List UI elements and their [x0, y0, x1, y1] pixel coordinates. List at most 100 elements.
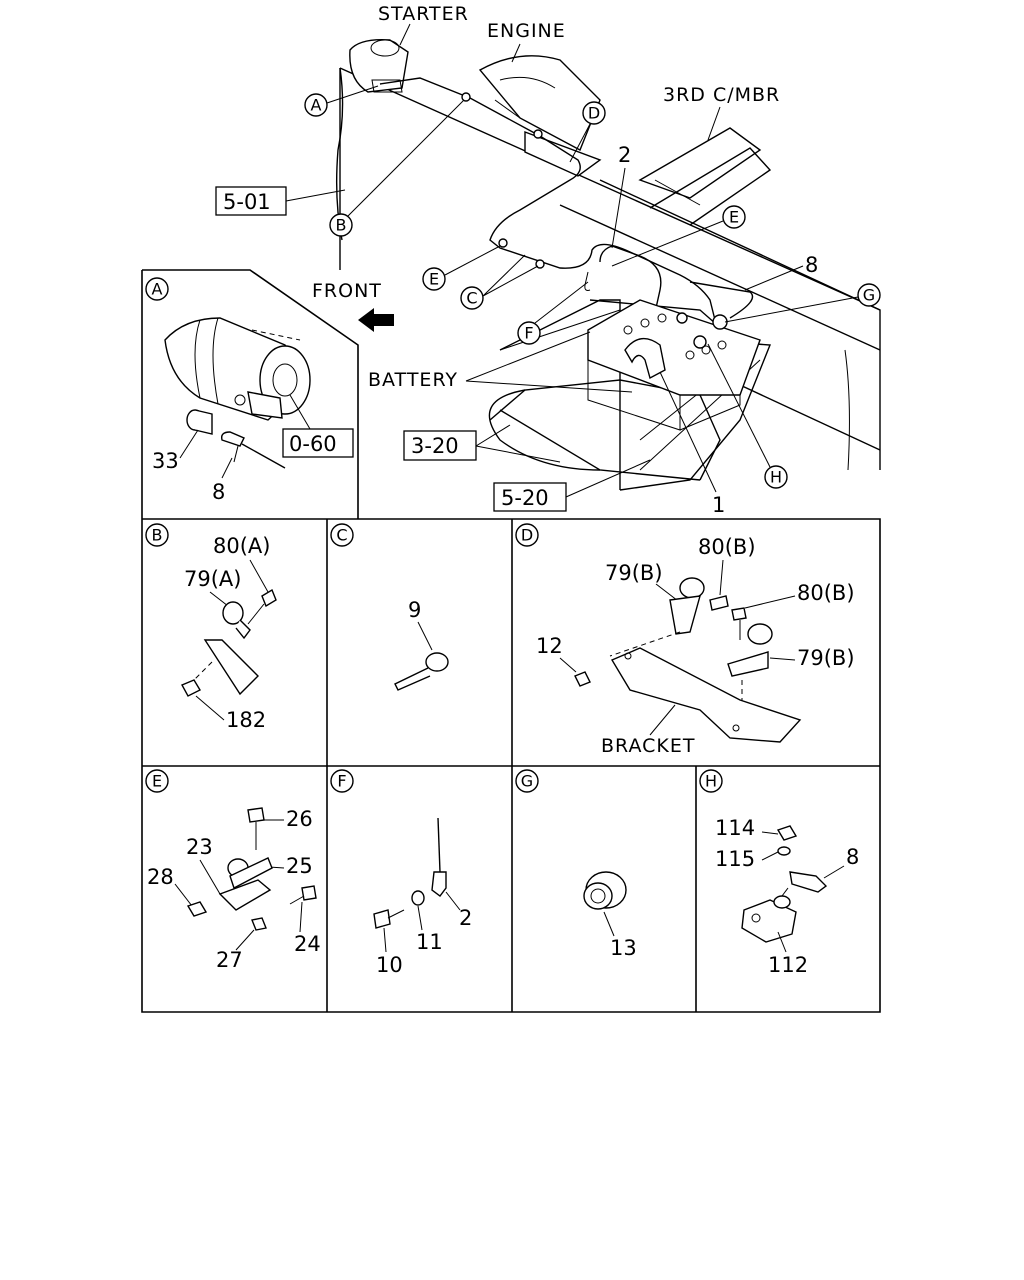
svg-text:E: E	[152, 772, 162, 791]
callout-g: G	[857, 283, 881, 307]
nut-182	[181, 679, 201, 697]
detail-panel-d: D 80(B) 79(B) 80(B) 12	[515, 523, 855, 757]
detail-panel-grid	[141, 269, 881, 1013]
svg-text:G: G	[863, 286, 875, 305]
detail-panel-e: E 26 23 25 28 24 27	[145, 769, 321, 972]
bolt-80a	[247, 588, 277, 625]
callout-d: D	[582, 101, 606, 125]
starter-label: STARTER	[378, 3, 469, 25]
bracket-d	[610, 647, 802, 743]
battery-cable-8	[379, 77, 716, 321]
panel-d-letter: D	[515, 523, 539, 547]
detail-panel-a: A 0-60 33 8	[145, 277, 354, 504]
cable-end-8	[789, 871, 828, 893]
starter-motor-detail	[164, 317, 311, 421]
svg-text:B: B	[152, 526, 163, 545]
svg-text:A: A	[152, 280, 163, 299]
terminal-nut-33	[186, 409, 213, 435]
third-crossmember-label: 3RD C/MBR	[663, 84, 780, 106]
main-overview: STARTER ENGINE 3RD C/MBR FRONT BATTERY 5…	[215, 3, 881, 517]
panel-e-letter: E	[145, 769, 169, 793]
callout-c: C	[460, 286, 484, 310]
part-number-28: 28	[147, 865, 174, 889]
svg-text:0-60: 0-60	[289, 432, 337, 456]
part-number-9: 9	[408, 598, 421, 622]
panel-c-letter: C	[330, 523, 354, 547]
battery	[587, 299, 761, 431]
panel-h-letter: H	[699, 769, 723, 793]
callout-h: H	[764, 465, 788, 489]
callout-a: A	[304, 93, 328, 117]
svg-text:B: B	[336, 216, 347, 235]
callout-e-right: E	[722, 205, 746, 229]
nut-27	[251, 917, 267, 931]
grommet-13	[583, 871, 627, 910]
part-number-79b-top: 79(B)	[605, 561, 663, 585]
detail-panel-b: B 80(A) 79(A) 182	[145, 523, 277, 732]
front-arrow-icon	[358, 308, 394, 332]
clip-25	[227, 857, 273, 890]
panel-a-letter: A	[145, 277, 169, 301]
part-number-10: 10	[376, 953, 403, 977]
part-number-24: 24	[294, 932, 321, 956]
starter-motor	[349, 39, 409, 93]
svg-text:3-20: 3-20	[411, 434, 459, 458]
svg-text:D: D	[588, 104, 600, 123]
washer-115	[777, 846, 791, 856]
cable-bracket-plate	[524, 130, 602, 177]
part-number-33: 33	[152, 449, 179, 473]
bolt-80b-top	[709, 595, 729, 611]
part-number-112: 112	[768, 953, 808, 977]
callout-b: B	[329, 213, 353, 237]
svg-text:H: H	[705, 772, 717, 791]
part-number-8: 8	[805, 253, 818, 277]
detail-panel-g: G 13	[515, 769, 637, 960]
nut-28	[186, 901, 208, 917]
nut-12	[574, 671, 591, 687]
bolt-26	[247, 807, 265, 850]
engine-label: ENGINE	[487, 20, 566, 42]
part-number-182: 182	[226, 708, 266, 732]
part-number-80a: 80(A)	[213, 534, 270, 558]
cable-terminal-8	[220, 431, 286, 469]
frame-rail	[335, 67, 881, 471]
bracket-label: BRACKET	[601, 735, 695, 757]
bolt-10	[373, 909, 405, 929]
ref-box-0-60: 0-60	[282, 428, 354, 458]
nut-114	[776, 825, 798, 841]
part-number-80b-top: 80(B)	[698, 535, 756, 559]
callout-f: F	[517, 321, 541, 345]
washer-11	[411, 890, 425, 906]
detail-panel-f: F 2 11 10	[330, 769, 472, 977]
ref-box-3-20: 3-20	[403, 430, 477, 461]
svg-text:C: C	[336, 526, 347, 545]
svg-text:D: D	[521, 526, 533, 545]
third-crossmember	[638, 127, 772, 226]
part-number-27: 27	[216, 948, 243, 972]
part-number-114: 114	[715, 816, 755, 840]
part-number-11: 11	[416, 930, 443, 954]
ref-box-5-20: 5-20	[493, 482, 567, 512]
battery-label: BATTERY	[368, 369, 458, 391]
part-number-2-detail: 2	[459, 906, 472, 930]
bolt-24	[289, 885, 317, 905]
part-number-12: 12	[536, 634, 563, 658]
battery-cable-8-tail	[689, 281, 754, 319]
battery-cable-2	[599, 245, 662, 336]
clip-79b-top	[669, 577, 705, 635]
svg-text:F: F	[524, 324, 533, 343]
panel-g-letter: G	[515, 769, 539, 793]
battery-terminal-112	[741, 887, 797, 943]
part-number-13: 13	[610, 936, 637, 960]
svg-text:E: E	[429, 270, 439, 289]
bracket-b	[203, 639, 259, 696]
svg-text:H: H	[770, 468, 782, 487]
svg-text:5-01: 5-01	[223, 190, 271, 214]
bracket-e	[218, 879, 272, 911]
ref-box-5-01: 5-01	[215, 186, 287, 216]
svg-text:F: F	[337, 772, 346, 791]
detail-panel-c: C 9	[330, 523, 449, 691]
svg-text:A: A	[311, 96, 322, 115]
part-number-8-detail: 8	[212, 480, 225, 504]
